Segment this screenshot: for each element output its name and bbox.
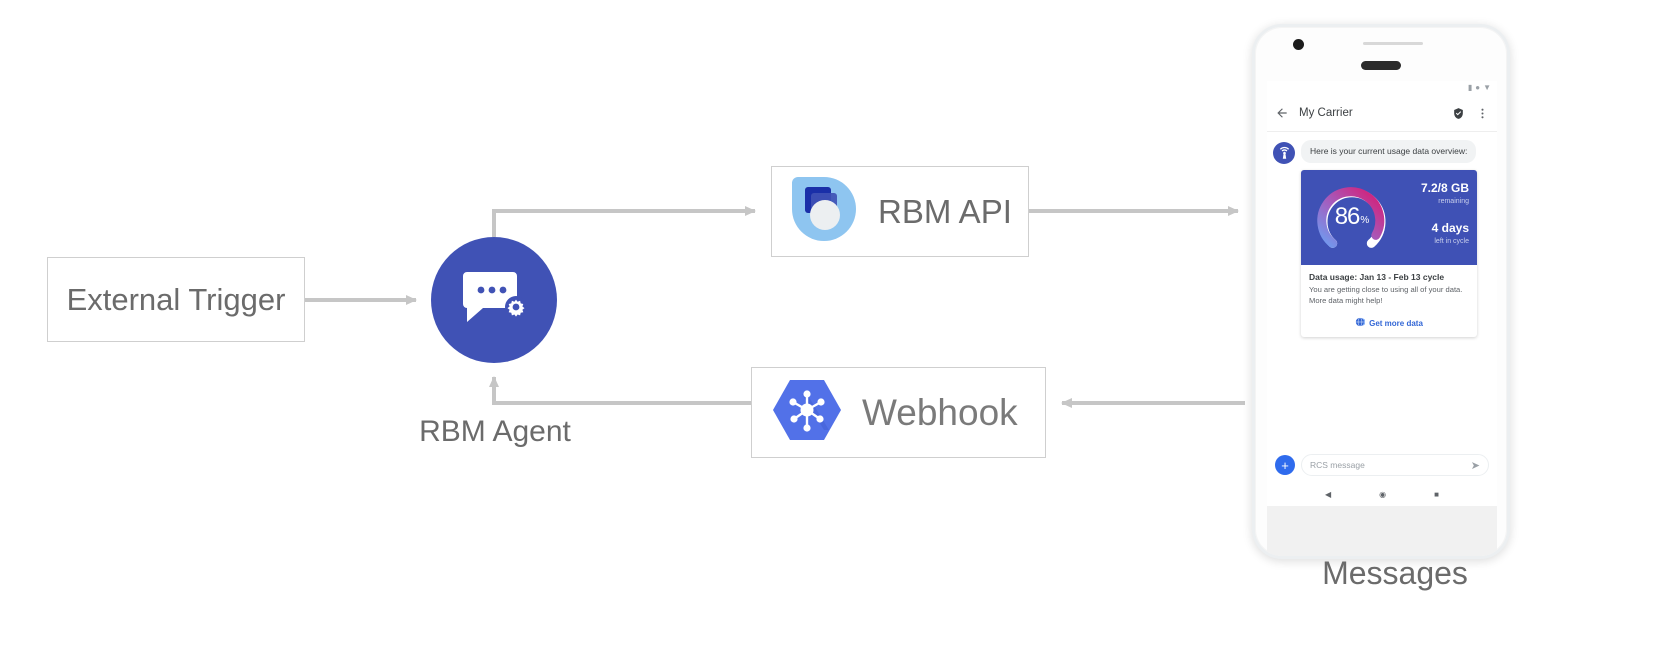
stat-secondary-label: left in cycle xyxy=(1434,237,1469,245)
nav-back-triangle-icon[interactable]: ◀ xyxy=(1325,489,1332,499)
stat-data-remaining: 7.2/8 GB remaining xyxy=(1397,181,1469,206)
signal-icon: ▮ xyxy=(1467,83,1473,92)
verified-shield-icon xyxy=(1451,106,1465,120)
node-rbm-api[interactable]: RBM API xyxy=(771,166,1029,257)
stat-days-left: 4 days left in cycle xyxy=(1397,220,1469,246)
phone-screen: ▮ ● ▼ My Carrier xyxy=(1267,81,1497,506)
rcs-placeholder: RCS message xyxy=(1310,460,1365,470)
node-webhook[interactable]: Webhook xyxy=(751,367,1046,458)
nav-home-circle-icon[interactable]: ◉ xyxy=(1379,489,1387,499)
webhook-label: Webhook xyxy=(862,391,1018,433)
message-thread: Here is your current usage data overview… xyxy=(1267,132,1497,338)
messages-phone-mockup: ▮ ● ▼ My Carrier xyxy=(1252,24,1510,559)
get-more-data-label: Get more data xyxy=(1369,318,1423,328)
node-external-trigger[interactable]: External Trigger xyxy=(47,257,305,342)
card-stats: 7.2/8 GB remaining 4 days left in cycle xyxy=(1397,181,1469,246)
node-rbm-agent[interactable] xyxy=(431,237,557,363)
card-body: Data usage: Jan 13 - Feb 13 cycle You ar… xyxy=(1301,265,1477,310)
android-nav-bar: ◀ ◉ ■ xyxy=(1267,482,1497,506)
app-bar: My Carrier xyxy=(1267,95,1497,132)
cloud-pubsub-hexagon-icon xyxy=(768,374,846,451)
card-title: Data usage: Jan 13 - Feb 13 cycle xyxy=(1309,272,1445,282)
carrier-antenna-icon xyxy=(1273,142,1295,164)
data-usage-rich-card[interactable]: 86 % 7.2/8 GB remaining 4 days left in c… xyxy=(1301,170,1477,338)
rcs-message-input[interactable]: RCS message ➤ xyxy=(1301,454,1489,476)
battery-icon: ▼ xyxy=(1483,83,1491,92)
phone-earpiece xyxy=(1361,61,1401,70)
nav-recents-square-icon[interactable]: ■ xyxy=(1434,489,1439,499)
message-bubble-text: Here is your current usage data overview… xyxy=(1301,140,1477,164)
send-icon[interactable]: ➤ xyxy=(1470,459,1480,472)
incoming-message: Here is your current usage data overview… xyxy=(1273,140,1491,164)
phone-chin xyxy=(1267,506,1497,556)
card-hero: 86 % 7.2/8 GB remaining 4 days left in c… xyxy=(1301,170,1477,265)
gauge-value-group: 86 % xyxy=(1315,180,1389,254)
plus-icon[interactable]: + xyxy=(1275,455,1295,475)
stat-primary-label: remaining xyxy=(1438,197,1469,205)
rbm-api-label: RBM API xyxy=(878,192,1012,230)
wifi-icon: ● xyxy=(1475,83,1481,92)
status-bar: ▮ ● ▼ xyxy=(1267,81,1497,95)
gauge-value: 86 xyxy=(1334,203,1361,230)
get-more-data-button[interactable]: Get more data xyxy=(1301,310,1477,337)
globe-icon xyxy=(1355,317,1366,329)
messages-caption: Messages xyxy=(1322,555,1468,591)
rbm-agent-label: RBM Agent xyxy=(419,415,571,448)
phone-camera-icon xyxy=(1293,39,1304,50)
rbm-api-logo-icon xyxy=(788,173,860,250)
external-trigger-label: External Trigger xyxy=(66,281,286,317)
chat-gear-icon xyxy=(461,268,527,333)
stat-primary-value: 7.2/8 GB xyxy=(1420,181,1469,195)
phone-sensor-bar xyxy=(1363,42,1423,45)
stat-secondary-value: 4 days xyxy=(1431,220,1469,235)
gauge-percent-symbol: % xyxy=(1360,215,1370,226)
usage-gauge-chart xyxy=(1317,187,1386,248)
message-composer: + RCS message ➤ xyxy=(1267,448,1497,482)
conversation-title: My Carrier xyxy=(1299,107,1353,119)
card-description: You are getting close to using all of yo… xyxy=(1309,285,1463,305)
more-vert-icon[interactable] xyxy=(1475,106,1489,120)
back-arrow-icon[interactable] xyxy=(1275,106,1289,120)
